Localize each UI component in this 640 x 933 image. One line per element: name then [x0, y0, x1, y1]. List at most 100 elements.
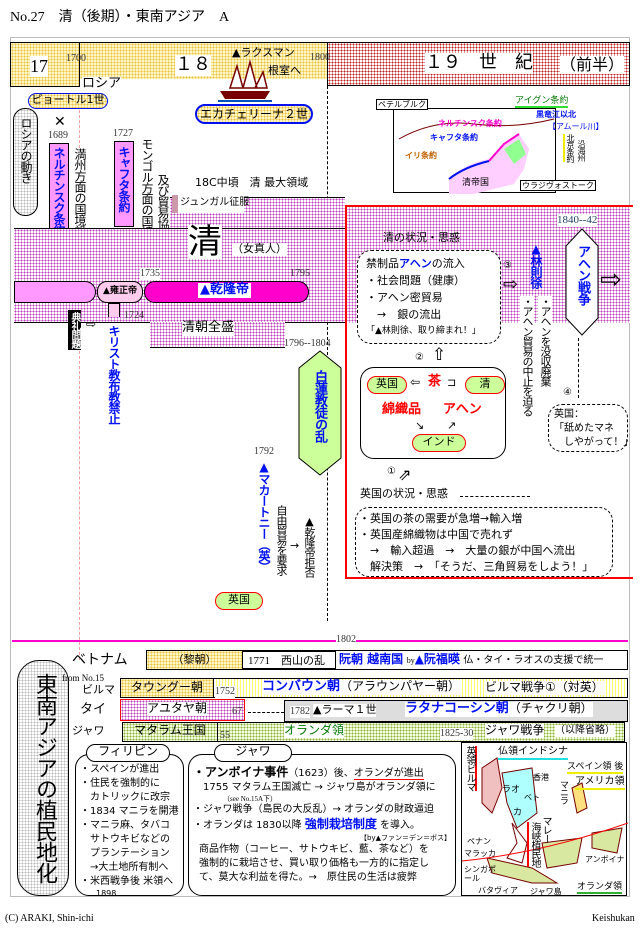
cross-swords-icon: ✕: [54, 114, 66, 130]
nguyen-dynasty: 阮朝 越南国: [339, 652, 404, 667]
rama-i: ▲ラーマ１世: [313, 703, 377, 717]
peter-the-great: ピョートル1世: [28, 93, 108, 109]
step-2: ②: [415, 352, 424, 363]
step-4: ④: [563, 387, 572, 398]
century-19-half: （前半）: [560, 55, 625, 75]
kyakhta-treaty: キャフタ条約: [114, 141, 134, 227]
lin-zexu: ▲林則徐: [529, 242, 543, 288]
qing-title: 清: [188, 222, 222, 262]
connector-line: [460, 496, 530, 497]
map-manila: マニラ: [558, 780, 568, 804]
up-right-arrow-icon: ⇗: [398, 465, 412, 484]
map-aigun-treaty: アイグン条約: [515, 96, 569, 109]
map-beijing-treaty: 北京条約: [563, 134, 575, 162]
java-box: ・アンボイナ事件（1623）後、オランダが進出 1755 マタラム王国滅亡 → …: [188, 754, 456, 896]
by-label: by: [406, 656, 415, 666]
right-arrow-icon: ⇨: [600, 265, 622, 295]
toungoo-dynasty: タウングー朝: [120, 678, 214, 698]
map-straits-settlements: 海峡植民地: [527, 822, 540, 867]
uk-situation: 英国の状況・思惑: [360, 487, 448, 500]
gap-line: [248, 712, 284, 713]
tayson-rebellion: 1771 西山の乱: [248, 655, 325, 667]
burma-label: ビルマ: [82, 683, 115, 696]
vietnam-support: 仏・タイ・ラオスの支援で統一: [463, 655, 604, 667]
qing-max-territory: 18C中頃 清 最大領域: [195, 176, 309, 189]
dutch-rule: オランダ領: [284, 723, 345, 738]
map-malay: マレー: [540, 816, 551, 843]
opium-war-hexagon: [565, 228, 599, 336]
macartney: ▲マカートニー（英）: [257, 460, 271, 572]
arrow-icon: ↗: [447, 419, 457, 432]
century-17: [10, 42, 80, 87]
map-batavia: バタヴィア: [478, 886, 518, 895]
map-laos: ラオ: [502, 785, 521, 795]
qing-area: [14, 228, 345, 323]
map-ili: イリ条約: [405, 151, 437, 160]
opium-war-frame: [345, 205, 633, 579]
map-hongkong: 香港: [533, 773, 549, 782]
year-1792: 1792: [254, 446, 274, 457]
ship-icon: [218, 59, 272, 102]
qing-peak: 清朝全盛: [182, 320, 235, 336]
manchuria-border: 満州方面の国境設定: [72, 148, 88, 247]
qing-people: （女真人）: [232, 242, 287, 256]
qing-situation: 清の状況・思惑: [383, 231, 460, 244]
year-1800-line: [327, 86, 328, 621]
map-french-indochina: 仏領インドシナ: [498, 746, 568, 760]
map-spanish: スペイン領 後: [567, 762, 624, 775]
year-1802: 1802: [336, 634, 356, 646]
map-cambodia: カ: [513, 808, 523, 818]
from-no15: from No.15: [62, 673, 104, 683]
opium-war: アヘン戦争: [575, 245, 590, 305]
year-1755: 55: [220, 730, 230, 741]
triangle-india: インド: [412, 434, 466, 452]
arrow: →: [290, 539, 300, 552]
map-vladivostok: ウラジヴォストーク: [520, 180, 596, 192]
catherine-ii: エカチェリーナ２世: [195, 104, 313, 124]
omitted: （以降省略）: [555, 725, 615, 737]
year-1700: 1700: [66, 53, 86, 64]
java-label: ジャワ: [72, 724, 105, 737]
connector-line: [578, 338, 579, 398]
step-1: ①: [387, 466, 396, 477]
map-penang: ペナン: [467, 837, 491, 846]
trade-agreement: 及び貿易協定: [155, 174, 171, 240]
step-3: ③: [503, 260, 512, 271]
uk-speech-box: 英国：「舐めたマネ しやがって！」: [548, 404, 633, 452]
chakri: （チャクリ朝）: [508, 701, 593, 715]
uk-situation-box: ・英国の茶の需要が急増→輸入増・英国産綿織物は中国で売れず → 輸入超過 → 大…: [355, 507, 613, 577]
konbaung-dynasty: コンバウン朝: [262, 679, 341, 694]
copyright: (C) ARAKI, Shin-ichi: [5, 913, 94, 924]
map-qing: 清帝国: [462, 178, 490, 188]
philippines-title: フィリピン: [86, 744, 170, 762]
year-1800: 1800: [310, 52, 330, 63]
page-title: No.27 清（後期）・東南アジア A: [10, 10, 230, 25]
confiscate-opium: ・アヘンを没収廃棄: [538, 296, 552, 386]
map-british-burma: 英領ビルマ: [464, 746, 477, 791]
sea-colonization-heading: 東南アジアの植民地化: [17, 660, 69, 896]
laxman: ▲ラクスマン: [232, 46, 295, 59]
cotton-label: 綿織品: [382, 402, 422, 417]
map-kyakhta: キャフタ条約: [430, 133, 478, 142]
alaungpaya: （アラウンパヤー朝）: [340, 679, 461, 693]
ayutthaya-dynasty: アユタヤ朝: [147, 701, 208, 716]
right-arrow-icon: ⇨: [86, 317, 97, 331]
java-war: ジャワ戦争: [485, 723, 545, 738]
map-amboina: アンボイナ: [585, 855, 625, 864]
triangle-qing: 清: [465, 376, 505, 394]
year-1825-30: 1825-30: [440, 728, 474, 740]
year-1724: 1724: [124, 310, 144, 321]
le-dynasty: （黎朝）: [147, 651, 242, 669]
century-17-label: 17: [30, 56, 48, 77]
philippines-box: ・スペインが進出・住民を強制的に カトリックに改宗・1834 マニラを開港・マニ…: [75, 754, 184, 898]
java-title: ジャワ: [214, 744, 292, 762]
map-java-island: ジャワ島: [530, 887, 562, 896]
north-asia-map: [393, 108, 556, 194]
dzungar-conquest: ジュンガル征服: [172, 195, 249, 213]
map-vietnam: ベト: [524, 793, 540, 802]
white-lotus-hexagon: [298, 350, 342, 476]
up-arrow-icon: ⇧: [432, 345, 447, 365]
triangle-trade-box: [360, 367, 506, 459]
russia-label: ロシア: [82, 76, 122, 92]
right-arrow-icon: ⇨: [503, 274, 519, 295]
